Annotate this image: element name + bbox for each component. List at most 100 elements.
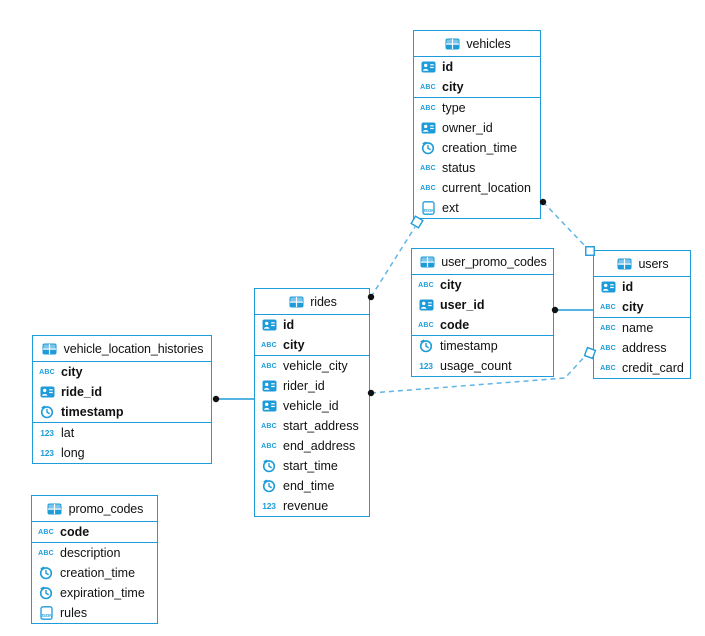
table-header-promo_codes[interactable]: promo_codes (32, 496, 157, 522)
field-rides-start_time[interactable]: start_time (255, 456, 369, 476)
field-label: creation_time (442, 141, 518, 155)
field-label: status (442, 161, 476, 175)
string-icon: ABC (420, 164, 436, 172)
json-icon: JSON (419, 201, 437, 215)
field-label: ride_id (61, 385, 102, 399)
table-header-vehicles[interactable]: vehicles (414, 31, 540, 57)
field-label: start_address (283, 419, 359, 433)
uuid-icon (260, 319, 278, 331)
connector-vehicles-users[interactable] (542, 201, 587, 248)
timestamp-icon (38, 405, 56, 419)
uuid-icon (419, 122, 437, 134)
field-vehicle_location_histories-timestamp[interactable]: timestamp (33, 402, 211, 422)
timestamp-icon (37, 566, 55, 580)
field-user_promo_codes-user_id[interactable]: user_id (412, 295, 553, 315)
field-vehicle_location_histories-ride_id[interactable]: ride_id (33, 382, 211, 402)
field-label: ext (442, 201, 459, 215)
connector-rides-users[interactable] (370, 354, 587, 394)
field-label: id (622, 280, 634, 294)
field-rides-rider_id[interactable]: rider_id (255, 376, 369, 396)
field-vehicles-creation_time[interactable]: creation_time (414, 138, 540, 158)
field-rides-end_address[interactable]: ABC end_address (255, 436, 369, 456)
table-name: users (638, 256, 669, 271)
timestamp-icon (37, 586, 55, 600)
json-icon: JSON (37, 606, 55, 620)
table-icon (46, 503, 64, 515)
table-header-user_promo_codes[interactable]: user_promo_codes (412, 249, 553, 275)
field-label: start_time (283, 459, 338, 473)
field-label: id (442, 60, 454, 74)
string-icon: ABC (418, 321, 434, 329)
table-header-vehicle_location_histories[interactable]: vehicle_location_histories (33, 336, 211, 362)
field-label: city (440, 278, 462, 292)
field-label: lat (61, 426, 75, 440)
field-label: city (442, 80, 464, 94)
field-rides-end_time[interactable]: end_time (255, 476, 369, 496)
number-icon: 123 (419, 360, 433, 371)
field-vehicles-owner_id[interactable]: owner_id (414, 118, 540, 138)
field-label: expiration_time (60, 586, 145, 600)
string-icon: ABC (600, 324, 616, 332)
field-user_promo_codes-city[interactable]: ABC city (412, 275, 553, 295)
field-label: end_address (283, 439, 356, 453)
field-promo_codes-expiration_time[interactable]: expiration_time (32, 583, 157, 603)
table-header-users[interactable]: users (594, 251, 690, 277)
field-label: credit_card (622, 361, 684, 375)
field-label: current_location (442, 181, 531, 195)
string-icon: ABC (418, 281, 434, 289)
field-promo_codes-creation_time[interactable]: creation_time (32, 563, 157, 583)
number-icon: 123 (262, 500, 276, 511)
table-header-rides[interactable]: rides (255, 289, 369, 315)
number-icon: 123 (40, 427, 54, 438)
connector-rides-vehicles[interactable] (370, 226, 416, 298)
field-rides-vehicle_id[interactable]: vehicle_id (255, 396, 369, 416)
string-icon: ABC (39, 368, 55, 376)
field-vehicles-status[interactable]: ABC status (414, 158, 540, 178)
uuid-icon (260, 400, 278, 412)
field-vehicles-id[interactable]: id (414, 57, 540, 77)
field-label: owner_id (442, 121, 493, 135)
uuid-icon (417, 299, 435, 311)
field-label: user_id (440, 298, 485, 312)
field-vehicle_location_histories-lat[interactable]: 123 lat (33, 423, 211, 443)
field-label: creation_time (60, 566, 136, 580)
field-rides-id[interactable]: id (255, 315, 369, 335)
field-vehicles-ext[interactable]: JSON ext (414, 198, 540, 218)
timestamp-icon (417, 339, 435, 353)
uuid-icon (260, 380, 278, 392)
field-user_promo_codes-timestamp[interactable]: timestamp (412, 336, 553, 356)
field-users-id[interactable]: id (594, 277, 690, 297)
field-label: vehicle_city (283, 359, 348, 373)
field-label: code (60, 525, 90, 539)
string-icon: ABC (261, 341, 277, 349)
string-icon: ABC (261, 442, 277, 450)
